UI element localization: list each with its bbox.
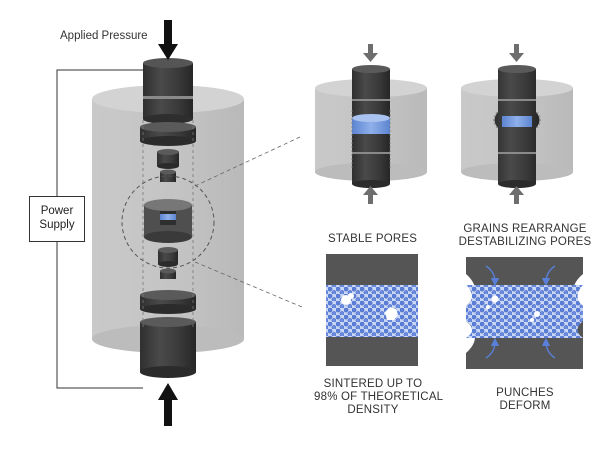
power-supply-label-line2: Supply — [39, 219, 75, 231]
upper-small-block-2 — [160, 169, 176, 182]
grains-rearrange-label: GRAINS REARRANGE DESTABILIZING PORES — [458, 223, 592, 249]
guide-lines — [142, 120, 194, 330]
power-supply-label-line1: Power — [40, 205, 74, 218]
upper-punch — [143, 58, 193, 124]
zoom-circle — [121, 175, 215, 269]
stable-pores-label: STABLE PORES — [328, 233, 418, 245]
zoom-connectors — [194, 136, 303, 308]
sintered-line3: DENSITY — [347, 403, 399, 416]
power-wires — [56, 69, 143, 389]
closeup-arrows-deformed — [509, 44, 524, 204]
sample-deformed — [502, 116, 532, 127]
die-closeup-stable — [315, 44, 427, 204]
punches-line1: PUNCHES — [496, 387, 554, 399]
upper-spacer — [140, 122, 196, 146]
lower-spacer — [140, 290, 196, 314]
microstructure-stable — [326, 254, 418, 366]
die-closeup-deformed — [461, 44, 573, 204]
grains-rearrange-line1: GRAINS REARRANGE — [463, 223, 587, 235]
power-supply-box: Power Supply — [29, 196, 85, 242]
sps-apparatus — [56, 20, 244, 426]
sintered-density-label: SINTERED UP TO 98% OF THEORETICAL DENSIT… — [314, 378, 444, 417]
grains-rearrange-line2: DESTABILIZING PORES — [458, 235, 592, 248]
applied-pressure-label: Applied Pressure — [60, 30, 148, 42]
pore — [385, 307, 398, 320]
deformation-arrows — [485, 265, 556, 359]
lower-punch — [140, 317, 196, 378]
sample-stable — [352, 118, 390, 134]
lower-small-block-2 — [160, 268, 176, 279]
sintered-line2: 98% OF THEORETICAL — [314, 390, 444, 403]
lower-small-block — [158, 247, 178, 267]
pressure-arrow-top — [158, 20, 178, 60]
sintered-line1: SINTERED UP TO — [323, 378, 423, 390]
microstructure-deformed — [466, 257, 583, 369]
upper-small-block — [157, 149, 179, 169]
punches-deform-label: PUNCHES DEFORM — [484, 387, 566, 413]
powder-sample — [160, 214, 176, 220]
closeup-arrows-stable — [363, 44, 378, 204]
pore — [348, 293, 354, 299]
die-assembly — [144, 199, 192, 243]
pressure-arrow-bottom — [158, 383, 178, 426]
punches-line2: DEFORM — [499, 399, 551, 412]
